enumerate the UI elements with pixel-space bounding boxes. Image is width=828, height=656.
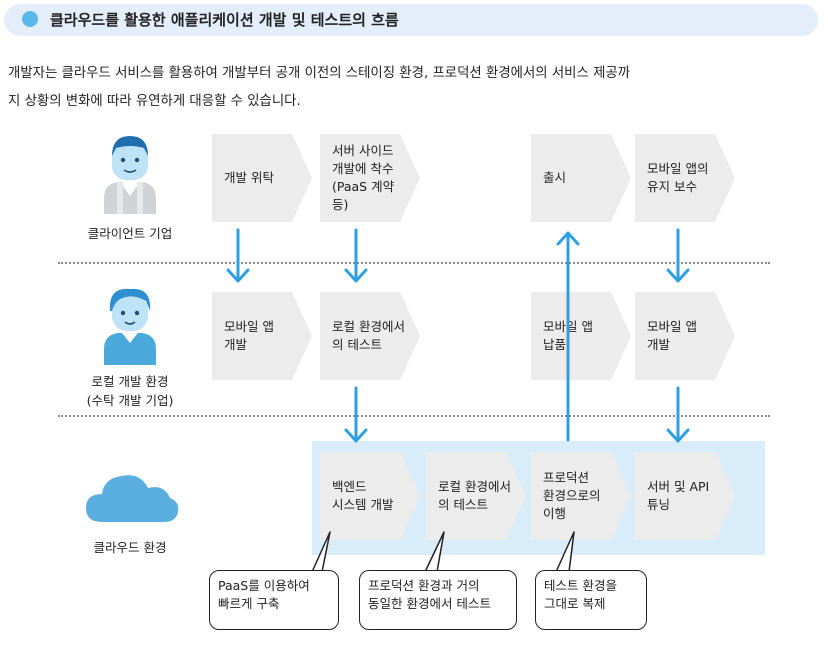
step-label: 서버 및 API 튜닝 [647, 479, 710, 512]
actor-local-label: 로컬 개발 환경 (수탁 개발 기업) [86, 374, 174, 408]
step-label: 출시 [543, 170, 567, 185]
step-label: 모바일 앱 개발 [224, 319, 274, 352]
step-cloud-3: 프로덕션 환경으로의 이행 [531, 452, 631, 540]
step-client-1: 개발 위탁 [212, 134, 312, 222]
step-local-2: 로컬 환경에서 의 테스트 [320, 292, 420, 380]
step-label: 로컬 환경에서 의 테스트 [438, 479, 511, 512]
cloud-icon [86, 475, 179, 522]
actor-client-label: 클라이언트 기업 [87, 226, 173, 241]
callout-replicate: 테스트 환경을 그대로 복제 [535, 570, 647, 630]
step-label: 프로덕션 환경으로의 이행 [543, 470, 601, 521]
callout-pointer-1 [311, 531, 331, 573]
step-client-4: 모바일 앱의 유지 보수 [635, 134, 735, 222]
step-chevron-shape [531, 134, 631, 222]
step-cloud-4: 서버 및 API 튜닝 [635, 452, 735, 540]
step-chevron-shape [320, 452, 420, 540]
step-label: 개발 위탁 [224, 170, 274, 185]
intro-line-1: 개발자는 클라우드 서비스를 활용하여 개발부터 공개 이전의 스테이징 환경,… [8, 66, 631, 81]
step-cloud-1: 백엔드 시스템 개발 [320, 452, 420, 540]
step-chevron-shape [320, 292, 420, 380]
arrow-down-icon [344, 386, 368, 443]
row-divider-1 [58, 262, 770, 264]
step-local-1: 모바일 앱 개발 [212, 292, 312, 380]
step-label: 서버 사이드 개발에 착수 (PaaS 계약 등) [332, 143, 395, 212]
arrow-up-icon [556, 231, 580, 442]
step-label: 모바일 앱의 유지 보수 [647, 161, 709, 194]
step-chevron-shape [531, 452, 631, 540]
arrow-down-icon [666, 386, 690, 443]
developer-person-icon [104, 288, 156, 365]
title-bar [4, 4, 818, 36]
arrow-down-icon [666, 228, 690, 283]
page-title: 클라우드를 활용한 애플리케이션 개발 및 테스트의 흐름 [50, 11, 399, 29]
step-chevron-shape [212, 292, 312, 380]
callout-test-env: 프로덕션 환경과 거의 동일한 환경에서 테스트 [359, 570, 517, 630]
step-label: 로컬 환경에서 의 테스트 [332, 319, 405, 352]
client-person-icon [104, 136, 156, 214]
step-cloud-2: 로컬 환경에서 의 테스트 [426, 452, 526, 540]
step-chevron-shape [426, 452, 526, 540]
step-local-4: 모바일 앱 개발 [635, 292, 735, 380]
callout-pointer-2 [424, 531, 445, 573]
step-chevron-shape [531, 292, 631, 380]
arrow-down-icon [344, 228, 368, 283]
step-chevron-shape [635, 452, 735, 540]
actor-cloud-label: 클라우드 환경 [93, 540, 167, 555]
step-client-2: 서버 사이드 개발에 착수 (PaaS 계약 등) [320, 134, 420, 222]
step-chevron-shape [320, 134, 420, 222]
step-chevron-shape [212, 134, 312, 222]
bullet-dot-icon [22, 11, 38, 27]
step-label: 모바일 앱 개발 [647, 319, 697, 352]
step-label: 백엔드 시스템 개발 [332, 479, 394, 512]
step-local-3: 모바일 앱 납품 [531, 292, 631, 380]
callout-paas: PaaS를 이용하여 빠르게 구축 [209, 570, 339, 630]
step-chevron-shape [635, 134, 735, 222]
step-chevron-shape [635, 292, 735, 380]
callout-pointer-3 [555, 531, 575, 573]
intro-line-2: 지 상황의 변화에 따라 유연하게 대응할 수 있습니다. [8, 94, 301, 109]
step-client-3: 출시 [531, 134, 631, 222]
intro-paragraph: 개발자는 클라우드 서비스를 활용하여 개발부터 공개 이전의 스테이징 환경,… [8, 60, 820, 116]
row-divider-2 [58, 415, 770, 417]
arrow-down-icon [226, 228, 250, 283]
